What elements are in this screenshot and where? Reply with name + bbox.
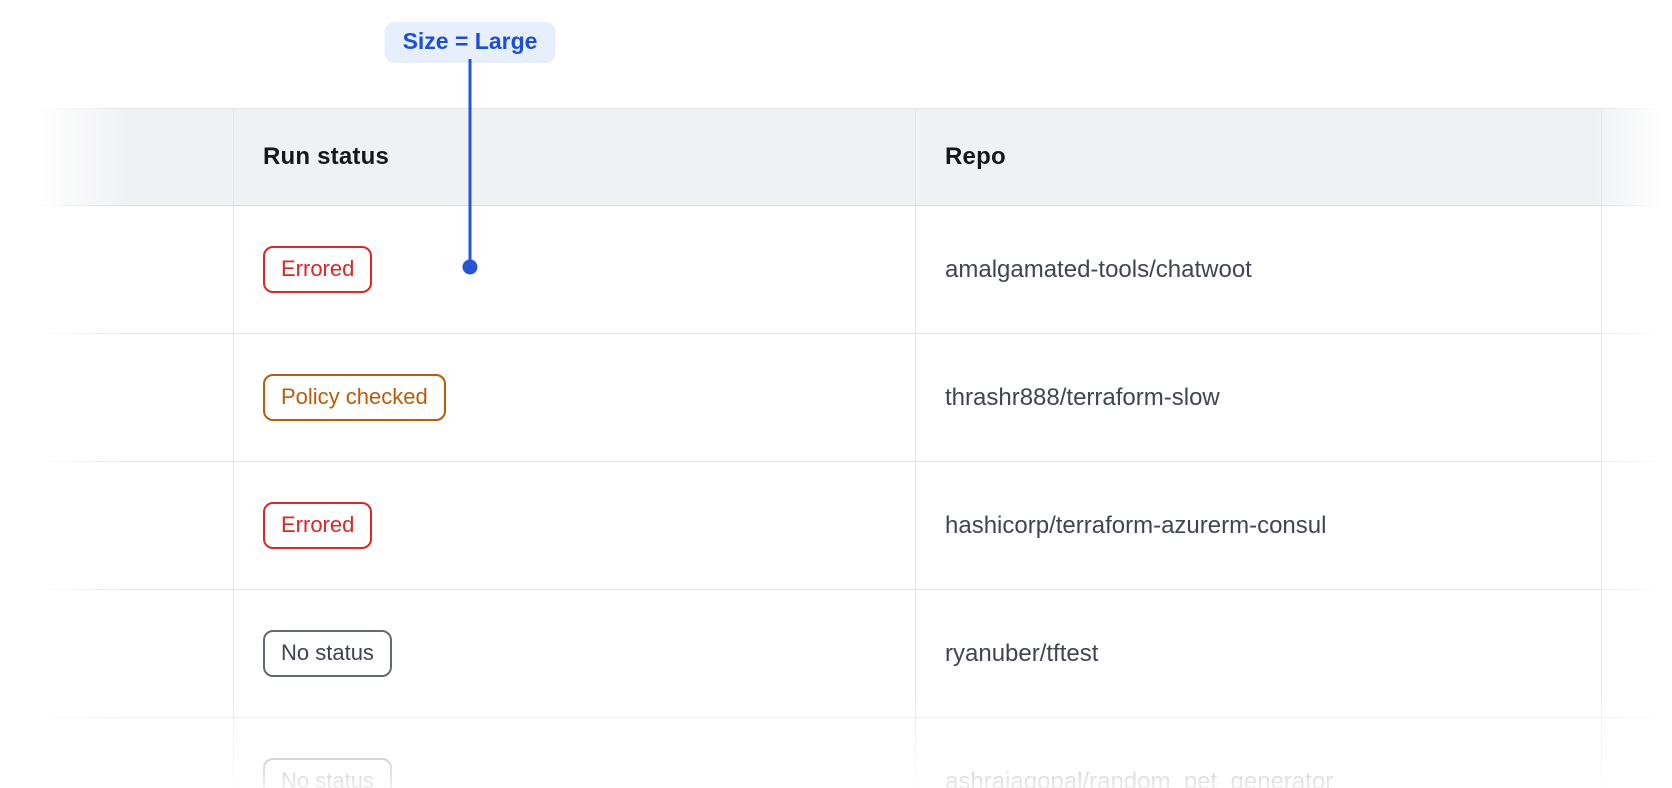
- repo-cell: thrashr888/terraform-slow: [915, 334, 1601, 461]
- run-status-cell: No status: [233, 590, 915, 717]
- run-status-header-label: Run status: [263, 143, 390, 170]
- repo-cell: ryanuber/tftest: [915, 590, 1601, 717]
- callout-pointer-dot: [462, 259, 478, 275]
- row-spacer-cell: [25, 462, 233, 589]
- row-spacer-cell: [1601, 462, 1672, 589]
- table-row[interactable]: No status ashrajagopal/random_pet_genera…: [25, 718, 1672, 788]
- row-spacer-cell: [1601, 334, 1672, 461]
- column-header-run-status: Run status: [233, 109, 915, 205]
- row-spacer-cell: [1601, 206, 1672, 333]
- row-spacer-cell: [25, 334, 233, 461]
- run-status-badge: Policy checked: [263, 374, 446, 421]
- row-spacer-cell: [1601, 590, 1672, 717]
- table-row[interactable]: Errored hashicorp/terraform-azurerm-cons…: [25, 462, 1672, 590]
- row-spacer-cell: [1601, 718, 1672, 788]
- callout-pointer-line: [468, 59, 472, 260]
- run-status-cell: Errored: [233, 462, 915, 589]
- run-status-cell: No status: [233, 718, 915, 788]
- run-status-badge: Errored: [263, 502, 373, 549]
- table-row[interactable]: No status ryanuber/tftest: [25, 590, 1672, 718]
- row-spacer-cell: [25, 590, 233, 717]
- repo-name: hashicorp/terraform-azurerm-consul: [945, 511, 1327, 539]
- row-spacer-cell: [25, 206, 233, 333]
- repo-cell: ashrajagopal/random_pet_generator: [915, 718, 1601, 788]
- table-body: Errored amalgamated-tools/chatwoot Polic…: [25, 206, 1672, 788]
- table-row[interactable]: Errored amalgamated-tools/chatwoot: [25, 206, 1672, 334]
- header-spacer-cell: [1601, 109, 1672, 205]
- column-header-repo: Repo: [915, 109, 1601, 205]
- run-status-badge: No status: [263, 630, 392, 677]
- repo-name: amalgamated-tools/chatwoot: [945, 255, 1252, 283]
- repo-name: ryanuber/tftest: [945, 639, 1099, 667]
- run-status-cell: Policy checked: [233, 334, 915, 461]
- repo-cell: hashicorp/terraform-azurerm-consul: [915, 462, 1601, 589]
- table-header-row: Run status Repo: [25, 108, 1672, 206]
- run-status-badge: No status: [263, 758, 392, 788]
- repo-header-label: Repo: [945, 143, 1006, 170]
- repo-cell: amalgamated-tools/chatwoot: [915, 206, 1601, 333]
- header-spacer-cell: [25, 109, 233, 205]
- run-status-badge: Errored: [263, 246, 373, 293]
- table-row[interactable]: Policy checked thrashr888/terraform-slow: [25, 334, 1672, 462]
- size-callout-label: Size = Large: [384, 22, 556, 63]
- repo-name: ashrajagopal/random_pet_generator: [945, 767, 1334, 788]
- repo-name: thrashr888/terraform-slow: [945, 383, 1220, 411]
- row-spacer-cell: [25, 718, 233, 788]
- run-status-cell: Errored: [233, 206, 915, 333]
- runs-table: Run status Repo Errored amalgamated-tool…: [25, 108, 1672, 788]
